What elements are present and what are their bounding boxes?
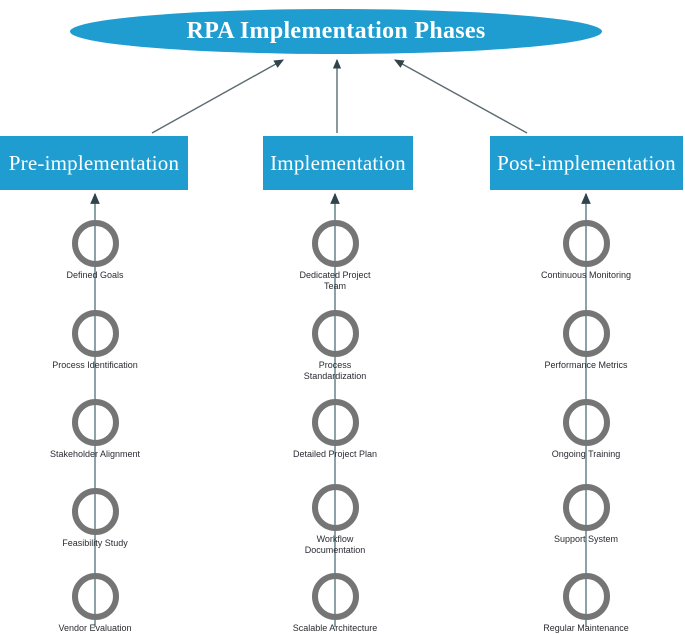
step-node[interactable]: Stakeholder Alignment — [30, 399, 160, 460]
phase-box-implementation[interactable]: Implementation — [263, 136, 413, 190]
step-label: Detailed Project Plan — [292, 449, 378, 459]
phase-box-pre-implementation[interactable]: Pre-implementation — [0, 136, 188, 190]
step-label: Stakeholder Alignment — [49, 449, 141, 459]
step-circle-icon — [311, 310, 359, 357]
step-circle-icon — [562, 484, 610, 531]
step-circle-icon — [311, 573, 359, 620]
step-node[interactable]: Process Identification — [30, 310, 160, 371]
step-label: Process Identification — [52, 360, 138, 370]
diagram-title-shape: RPA Implementation Phases — [70, 9, 602, 54]
step-label: Regular Maintenance — [543, 623, 629, 633]
step-node[interactable]: Regular Maintenance — [521, 573, 651, 634]
step-label: Feasibility Study — [62, 538, 128, 548]
page-title: RPA Implementation Phases — [186, 18, 486, 44]
step-node[interactable]: Support System — [521, 484, 651, 545]
step-label: Defined Goals — [66, 270, 124, 280]
step-circle-icon — [71, 399, 119, 446]
step-label: Performance Metrics — [544, 360, 628, 370]
step-node[interactable]: Process Standardization — [270, 310, 400, 382]
step-node[interactable]: Continuous Monitoring — [521, 220, 651, 281]
step-label: Support System — [553, 534, 619, 544]
step-node[interactable]: Dedicated Project Team — [270, 220, 400, 292]
step-circle-icon — [311, 220, 359, 267]
phase-box-label: Post-implementation — [497, 150, 676, 175]
step-node[interactable]: Feasibility Study — [30, 488, 160, 549]
arrow-pre-to-title — [151, 59, 284, 134]
step-circle-icon — [71, 488, 119, 535]
step-circle-icon — [71, 573, 119, 620]
step-label: Ongoing Training — [551, 449, 621, 459]
step-label: Vendor Evaluation — [58, 623, 132, 633]
step-circle-icon — [311, 399, 359, 446]
phase-box-label: Pre-implementation — [8, 150, 180, 175]
step-node[interactable]: Scalable Architecture — [270, 573, 400, 634]
step-circle-icon — [562, 310, 610, 357]
phase-box-post-implementation[interactable]: Post-implementation — [490, 136, 683, 190]
step-label: Workflow Documentation — [304, 534, 366, 555]
step-node[interactable]: Workflow Documentation — [270, 484, 400, 556]
step-label: Process Standardization — [303, 360, 367, 381]
step-label: Continuous Monitoring — [540, 270, 632, 280]
step-circle-icon — [562, 573, 610, 620]
step-label: Dedicated Project Team — [299, 270, 371, 291]
step-circle-icon — [562, 399, 610, 446]
title-ellipse-background — [70, 9, 602, 54]
step-node[interactable]: Defined Goals — [30, 220, 160, 281]
arrow-post-to-title — [394, 59, 528, 134]
step-node[interactable]: Detailed Project Plan — [270, 399, 400, 460]
step-circle-icon — [71, 220, 119, 267]
step-label: Scalable Architecture — [292, 623, 378, 633]
step-node[interactable]: Performance Metrics — [521, 310, 651, 371]
step-node[interactable]: Ongoing Training — [521, 399, 651, 460]
step-circle-icon — [71, 310, 119, 357]
phase-box-label: Implementation — [270, 150, 406, 175]
step-node[interactable]: Vendor Evaluation — [30, 573, 160, 634]
step-circle-icon — [311, 484, 359, 531]
step-circle-icon — [562, 220, 610, 267]
